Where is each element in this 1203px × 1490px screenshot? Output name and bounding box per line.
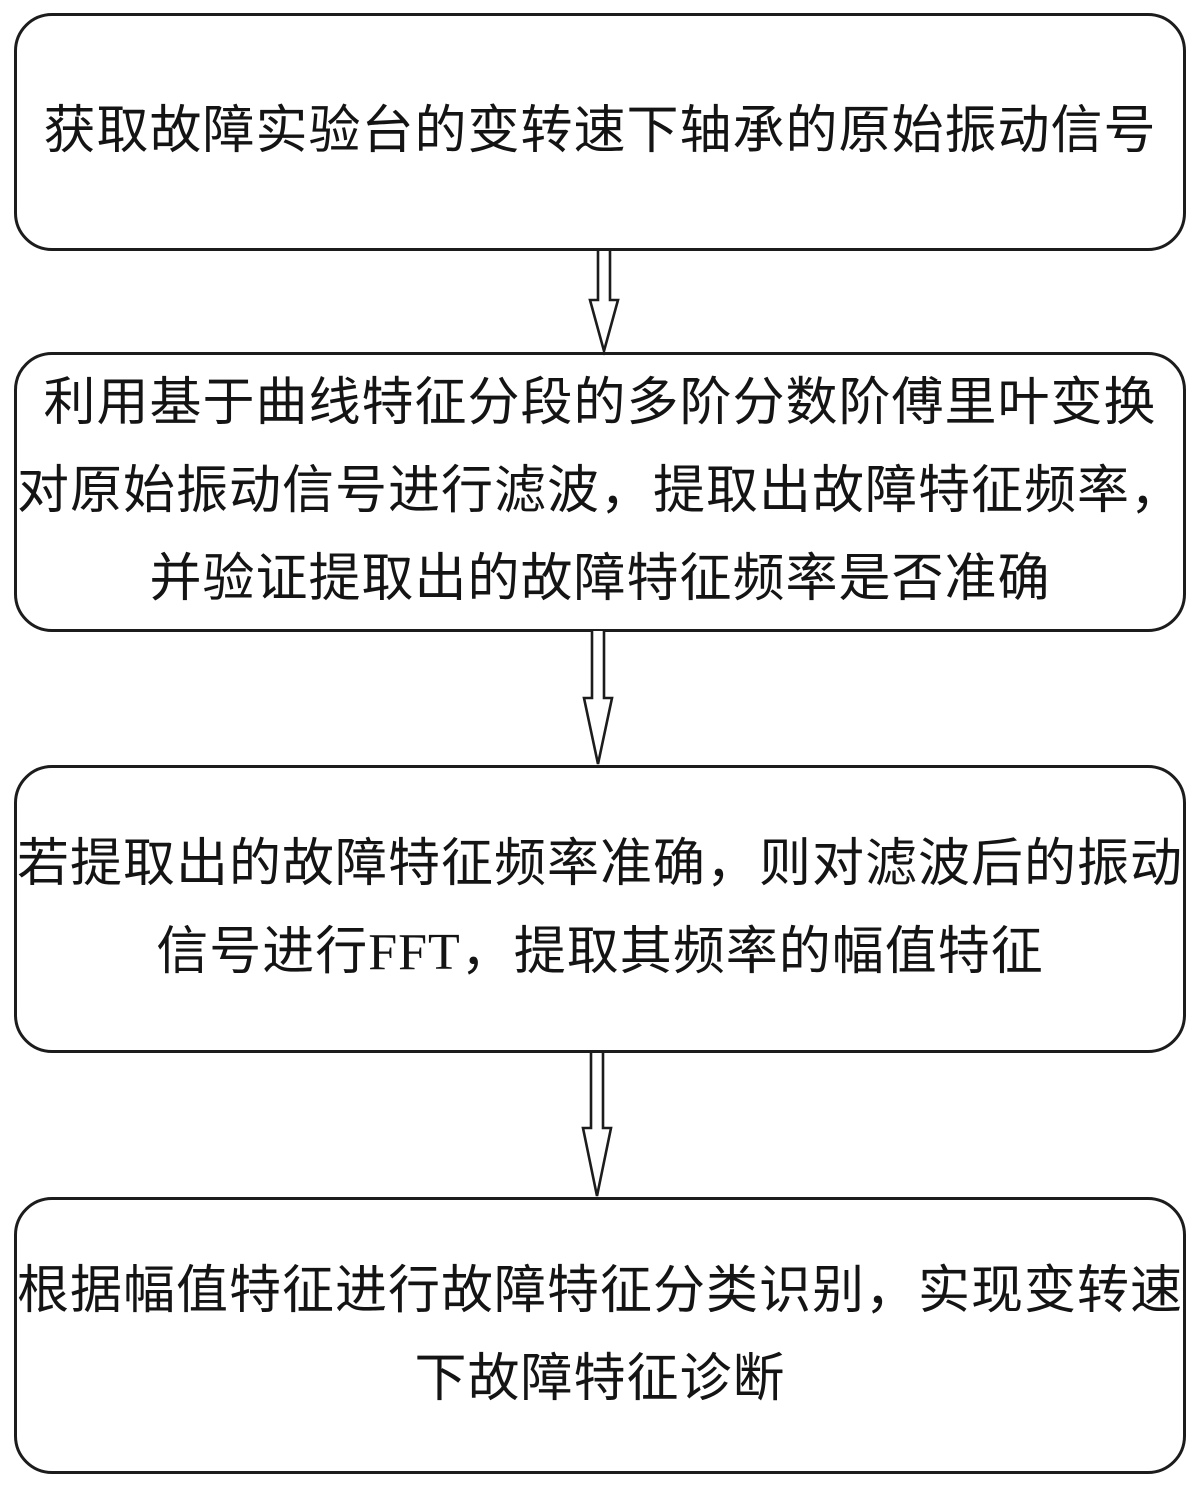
step-text-line: 获取故障实验台的变转速下轴承的原始振动信号 (43, 103, 1157, 160)
flow-step-acquire-vibration-signal: 获取故障实验台的变转速下轴承的原始振动信号 (14, 13, 1186, 251)
step-text-line: 信号进行FFT，提取其频率的幅值特征 (156, 924, 1044, 981)
flow-step-frft-filter-extract-frequency: 利用基于曲线特征分段的多阶分数阶傅里叶变换 对原始振动信号进行滤波，提取出故障特… (14, 352, 1186, 632)
flow-step-fft-amplitude-feature: 若提取出的故障特征频率准确，则对滤波后的振动 信号进行FFT，提取其频率的幅值特… (14, 765, 1186, 1053)
step-text-line: 利用基于曲线特征分段的多阶分数阶傅里叶变换 (43, 375, 1157, 432)
down-arrow-icon-3 (581, 1053, 613, 1197)
step-text-line: 下故障特征诊断 (414, 1350, 786, 1408)
down-arrow-icon-2 (582, 631, 614, 765)
step-text-line: 并验证提取出的故障特征频率是否准确 (149, 551, 1051, 608)
flow-step-fault-classification-diagnosis: 根据幅值特征进行故障特征分类识别，实现变转速 下故障特征诊断 (14, 1197, 1186, 1474)
step-text-line: 若提取出的故障特征频率准确，则对滤波后的振动 (17, 836, 1184, 893)
step-text-line: 根据幅值特征进行故障特征分类识别，实现变转速 (17, 1262, 1184, 1320)
down-arrow-icon-1 (588, 251, 620, 356)
step-text-line: 对原始振动信号进行滤波，提取出故障特征频率， (17, 463, 1184, 520)
